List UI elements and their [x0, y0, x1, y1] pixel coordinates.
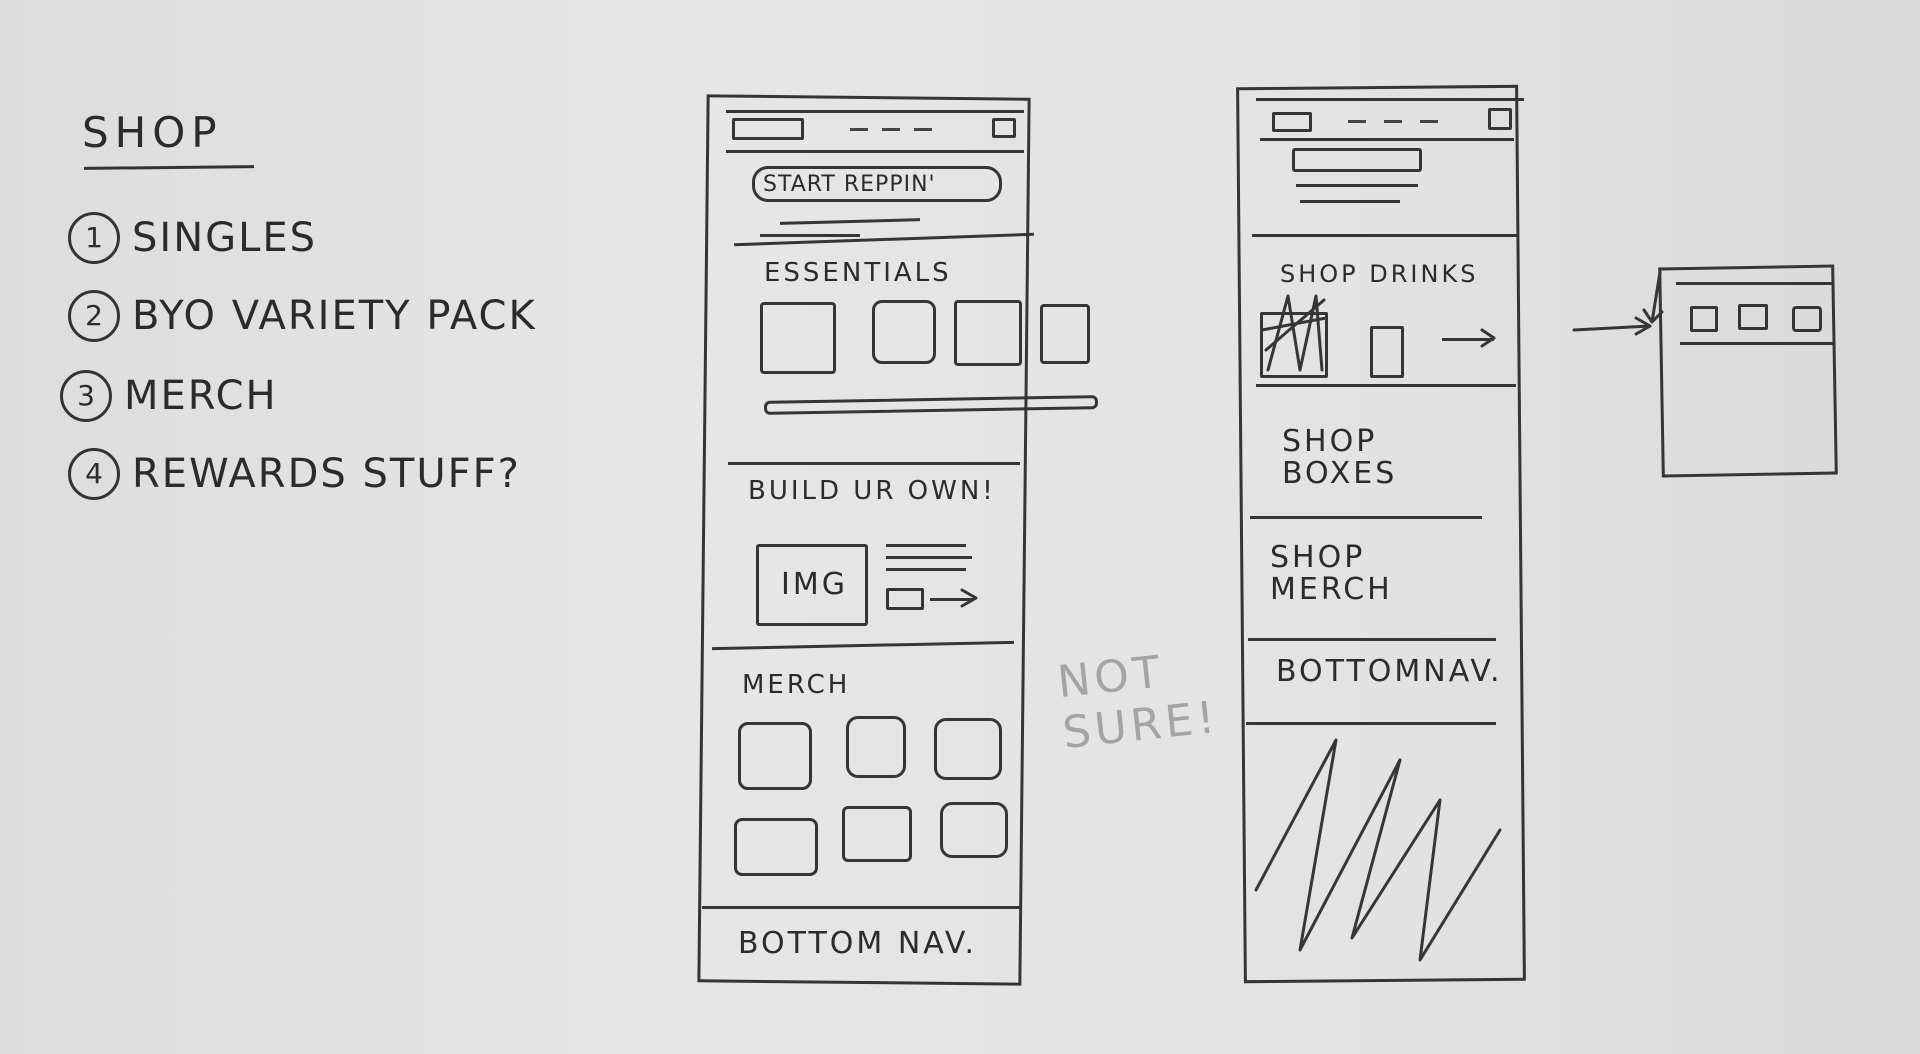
section-drinks-label: SHOP DRINKS: [1280, 260, 1479, 288]
section-divider: [702, 906, 1022, 909]
mini-divider: [1680, 342, 1834, 345]
scribble: [1260, 294, 1328, 372]
list-number: 1: [68, 212, 120, 264]
drink-card-scribbled: [1260, 312, 1328, 378]
section-divider: [1252, 234, 1518, 237]
nav-bottom-line: [1260, 138, 1514, 141]
list-item-3: 3 MERCH: [60, 370, 278, 422]
menu-icon: [992, 118, 1016, 138]
nav-dash: [914, 128, 932, 131]
section-essentials-label: ESSENTIALS: [764, 258, 952, 288]
section-merch-label: MERCH: [742, 670, 851, 700]
nav-top-line: [726, 110, 1024, 113]
list-label: REWARDS STUFF?: [132, 451, 521, 497]
logo-placeholder: [732, 118, 804, 140]
merch-card: [738, 722, 812, 790]
merch-card: [940, 802, 1008, 858]
merch-card: [846, 716, 906, 778]
menu-icon: [1488, 108, 1512, 130]
section-divider: [1246, 722, 1496, 725]
arrow-down: [1642, 270, 1664, 324]
list-number: 4: [68, 448, 120, 500]
section-divider: [728, 462, 1020, 465]
scribble: [1254, 738, 1502, 962]
arrow-right: [1572, 316, 1652, 336]
merch-card: [934, 718, 1002, 780]
arrow-icon: [1442, 338, 1494, 341]
hero-text-line: [1300, 200, 1400, 203]
section-build-label: BUILD UR OWN!: [748, 476, 996, 506]
nav-top-line: [1256, 98, 1524, 101]
bottom-nav-label: BOTTOM NAV.: [738, 926, 978, 961]
notes-title: SHOP: [82, 108, 223, 157]
mini-tile: [1690, 306, 1718, 332]
list-label: MERCH: [124, 373, 278, 419]
merch-card: [842, 806, 912, 862]
list-number: 3: [60, 370, 112, 422]
product-card: [954, 300, 1022, 366]
bottom-nav-label: BOTTOMNAV.: [1276, 654, 1503, 689]
list-item-4: 4 REWARDS STUFF?: [68, 448, 521, 500]
cta-button: [886, 588, 924, 610]
nav-dash: [850, 128, 868, 131]
nav-dash: [1348, 120, 1366, 123]
list-label: SINGLES: [132, 215, 318, 261]
img-placeholder: IMG: [756, 544, 868, 626]
section-divider: [1250, 516, 1482, 519]
list-item-2: 2 BYO VARIETY PACK: [68, 290, 537, 342]
list-number: 2: [68, 290, 120, 342]
text-line: [886, 544, 966, 547]
hero-button: START REPPIN': [752, 166, 1002, 202]
nav-dash: [1420, 120, 1438, 123]
nav-bottom-line: [726, 150, 1024, 153]
hero-button-label: START REPPIN': [763, 172, 936, 197]
section-divider: [1256, 384, 1516, 387]
product-card: [760, 302, 836, 374]
mini-tile: [1738, 304, 1768, 330]
mini-top-line: [1676, 282, 1832, 285]
text-line: [886, 556, 972, 559]
product-card-peek: [1040, 304, 1090, 364]
arrow-icon: [930, 598, 974, 601]
hero-button: [1292, 148, 1422, 172]
nav-dash: [882, 128, 900, 131]
product-card: [872, 300, 936, 364]
text-line: [886, 568, 966, 571]
drink-card: [1370, 326, 1404, 378]
arrow-head: [960, 588, 978, 608]
section-boxes-label: SHOP BOXES: [1282, 424, 1398, 491]
list-label: BYO VARIETY PACK: [132, 293, 537, 339]
section-divider: [1248, 638, 1496, 641]
hero-text-line: [1296, 184, 1418, 187]
merch-card: [734, 818, 818, 876]
arrow-head: [1480, 328, 1496, 348]
mini-tile: [1792, 306, 1822, 332]
nav-dash: [1384, 120, 1402, 123]
list-item-1: 1 SINGLES: [68, 212, 317, 264]
logo-placeholder: [1272, 112, 1312, 132]
section-merch-label: SHOP MERCH: [1270, 540, 1393, 607]
img-placeholder-label: IMG: [781, 567, 848, 602]
hero-text-line: [760, 234, 860, 237]
